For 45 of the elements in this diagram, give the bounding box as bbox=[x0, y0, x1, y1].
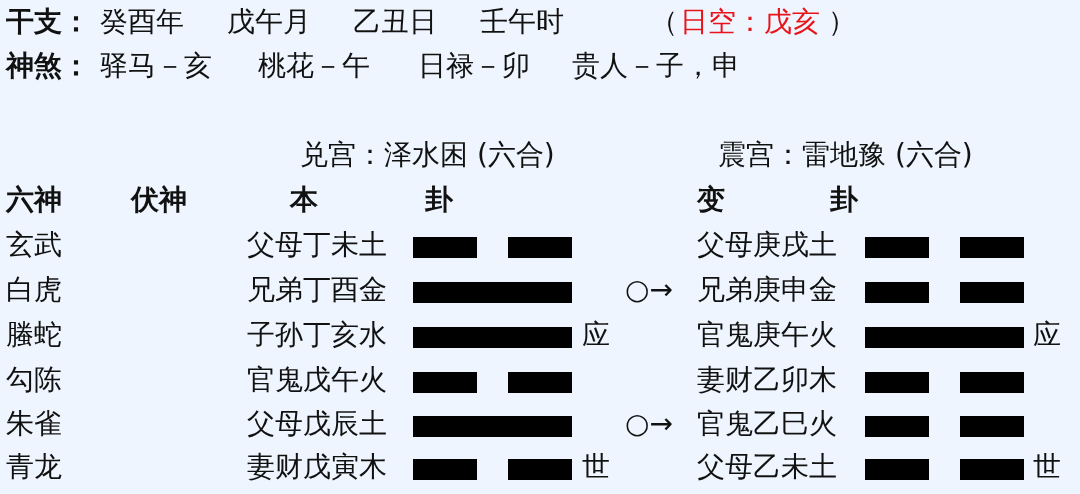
line-text: 妻财戊寅木 bbox=[247, 450, 387, 484]
star-text: 日禄－卯 bbox=[418, 49, 530, 83]
line-text: 父母丁未土 bbox=[247, 228, 387, 262]
column-heading: 卦 bbox=[830, 183, 858, 217]
star-text: 贵人－子，申 bbox=[572, 49, 740, 83]
position-mark: 世 bbox=[582, 450, 610, 484]
column-heading: 本 bbox=[290, 183, 318, 217]
spirit-text: 螣蛇 bbox=[6, 318, 62, 352]
column-heading: 卦 bbox=[425, 183, 453, 217]
position-mark: 应 bbox=[1033, 318, 1061, 352]
spirit-text: 玄武 bbox=[6, 228, 62, 262]
moving-mark: ○→ bbox=[625, 273, 673, 307]
row-heading: 神煞： bbox=[6, 49, 90, 83]
line-text: 妻财乙卯木 bbox=[697, 363, 837, 397]
spirit-text: 白虎 bbox=[6, 273, 62, 307]
pillar-text: 壬午时 bbox=[480, 5, 564, 39]
column-heading: 变 bbox=[697, 183, 725, 217]
position-mark: 应 bbox=[582, 318, 610, 352]
line-text: 子孙丁亥水 bbox=[247, 318, 387, 352]
spirit-text: 青龙 bbox=[6, 450, 62, 484]
pillar-text: 戊午月 bbox=[227, 5, 311, 39]
position-mark: 世 bbox=[1033, 450, 1061, 484]
row-heading: 干支： bbox=[6, 5, 90, 39]
column-heading: 六神 bbox=[6, 183, 62, 217]
hexagram-title: 震宫：雷地豫 (六合) bbox=[718, 138, 973, 172]
pillar-text: 癸酉年 bbox=[100, 5, 184, 39]
bracket: ） bbox=[828, 5, 856, 39]
line-text: 父母乙未土 bbox=[697, 450, 837, 484]
spirit-text: 朱雀 bbox=[6, 407, 62, 441]
line-text: 兄弟庚申金 bbox=[697, 273, 837, 307]
void-note: 日空：戊亥 bbox=[680, 5, 820, 39]
moving-mark: ○→ bbox=[625, 407, 673, 441]
bracket: （ bbox=[650, 5, 678, 39]
line-text: 父母戊辰土 bbox=[247, 407, 387, 441]
line-text: 兄弟丁酉金 bbox=[247, 273, 387, 307]
star-text: 桃花－午 bbox=[258, 49, 370, 83]
column-heading: 伏神 bbox=[131, 183, 187, 217]
pillar-text: 乙丑日 bbox=[353, 5, 437, 39]
spirit-text: 勾陈 bbox=[6, 363, 62, 397]
line-text: 官鬼庚午火 bbox=[697, 318, 837, 352]
line-text: 父母庚戌土 bbox=[697, 228, 837, 262]
star-text: 驿马－亥 bbox=[100, 49, 212, 83]
hexagram-title: 兑宫：泽水困 (六合) bbox=[300, 138, 555, 172]
line-text: 官鬼戊午火 bbox=[247, 363, 387, 397]
line-text: 官鬼乙巳火 bbox=[697, 407, 837, 441]
